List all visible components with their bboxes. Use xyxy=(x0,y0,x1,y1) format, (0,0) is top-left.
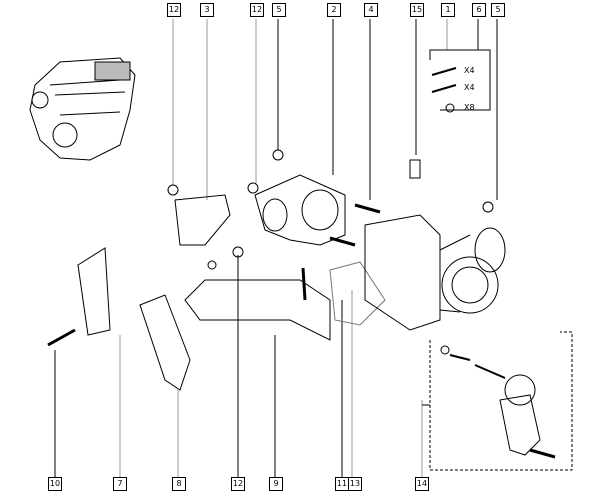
bracket-parts xyxy=(77,194,386,391)
quantity-x8: X8 xyxy=(464,103,475,112)
quantity-x4: X4 xyxy=(464,66,475,75)
studs-and-nuts xyxy=(47,149,494,347)
elbow-parts xyxy=(254,174,346,246)
callout-4: 4 xyxy=(364,3,378,17)
callout-5: 5 xyxy=(491,3,505,17)
bottom-leader-lines xyxy=(54,255,423,478)
callout-13: 13 xyxy=(348,477,362,491)
callout-12: 12 xyxy=(231,477,245,491)
callout-8: 8 xyxy=(172,477,186,491)
callout-9: 9 xyxy=(269,477,283,491)
callout-3: 3 xyxy=(200,3,214,17)
callout-2: 2 xyxy=(327,3,341,17)
turbocharger xyxy=(364,159,506,331)
callout-15: 15 xyxy=(410,3,424,17)
callout-12: 12 xyxy=(250,3,264,17)
callout-7: 7 xyxy=(113,477,127,491)
callout-11: 11 xyxy=(335,477,349,491)
engine-thumbnail xyxy=(29,57,136,161)
top-leader-lines xyxy=(172,19,498,200)
callout-6: 6 xyxy=(472,3,486,17)
inset-actuator xyxy=(422,331,573,471)
kit-hardware xyxy=(431,67,457,113)
callout-10: 10 xyxy=(48,477,62,491)
callout-1: 1 xyxy=(441,3,455,17)
quantity-x4: X4 xyxy=(464,83,475,92)
callout-5: 5 xyxy=(272,3,286,17)
callout-12: 12 xyxy=(167,3,181,17)
callout-14: 14 xyxy=(415,477,429,491)
